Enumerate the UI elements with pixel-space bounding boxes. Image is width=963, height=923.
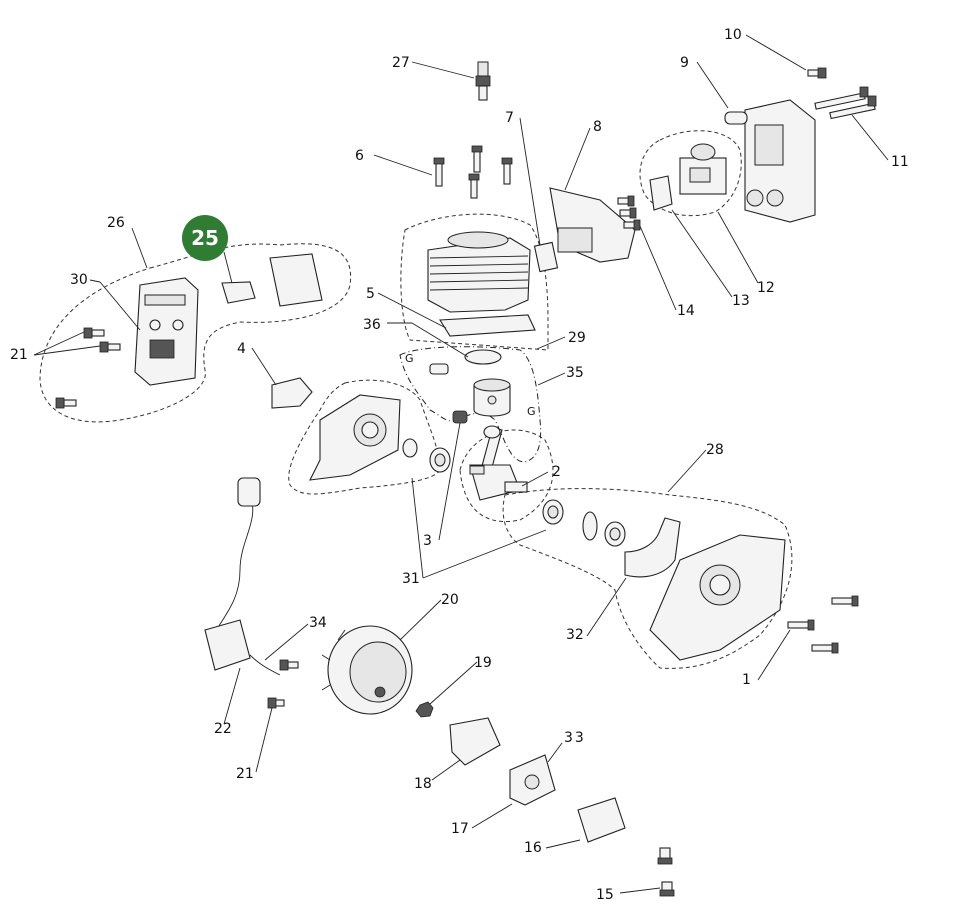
coil-screws-part bbox=[267, 659, 299, 709]
part-label-18: 18 bbox=[414, 776, 432, 792]
cylinder-screws-part bbox=[433, 145, 513, 199]
part-label-13: 13 bbox=[732, 293, 750, 309]
highlight-circle bbox=[182, 215, 228, 261]
part-label-12: 12 bbox=[757, 280, 775, 296]
part-label-26: 26 bbox=[107, 215, 125, 231]
intake-manifold-part bbox=[557, 227, 593, 253]
part-label-21b: 21 bbox=[236, 766, 254, 782]
part-label-5: 5 bbox=[366, 286, 375, 302]
spark-plug-part bbox=[475, 61, 491, 101]
leader-lines bbox=[33, 34, 889, 894]
carburetor-gasket-part bbox=[649, 175, 673, 211]
part-label-27: 27 bbox=[392, 55, 410, 71]
circlip-mark-2: G bbox=[527, 405, 536, 418]
carburetor-part bbox=[679, 143, 727, 195]
cylinder-gasket-part bbox=[439, 314, 536, 337]
part-label-22: 22 bbox=[214, 721, 232, 737]
flywheel-part bbox=[321, 625, 413, 715]
intake-gasket-part bbox=[533, 241, 559, 273]
part-label-3: 3 bbox=[423, 533, 432, 549]
crankcase-gasket-part bbox=[624, 517, 681, 578]
part-label-11: 11 bbox=[891, 154, 909, 170]
circlip-mark-1: G bbox=[405, 352, 414, 365]
carburetor-screws-part bbox=[617, 195, 641, 231]
flywheel-nut-part bbox=[415, 701, 434, 718]
part-label-36: 36 bbox=[363, 317, 381, 333]
part-label-6: 6 bbox=[355, 148, 364, 164]
part-label-30: 30 bbox=[70, 272, 88, 288]
part-label-10: 10 bbox=[724, 27, 742, 43]
part-label-4: 4 bbox=[237, 341, 246, 357]
group-outline-piston bbox=[399, 346, 542, 463]
crankcase-screws-part bbox=[787, 595, 859, 654]
part-label-14: 14 bbox=[677, 303, 695, 319]
part-label-8: 8 bbox=[593, 119, 602, 135]
highlight-number: 25 bbox=[191, 226, 219, 250]
bearing-parts bbox=[402, 438, 626, 547]
muffler-gasket-part bbox=[221, 281, 256, 304]
piston-pin-part bbox=[429, 363, 449, 375]
o-ring-part bbox=[464, 349, 502, 365]
crankcase-right-part bbox=[649, 534, 786, 661]
group-outline-crankcase-left bbox=[288, 379, 441, 495]
part-label-7: 7 bbox=[505, 110, 514, 126]
part-label-16: 16 bbox=[524, 840, 542, 856]
housing-screws-part bbox=[807, 67, 877, 120]
part-label-34: 34 bbox=[309, 615, 327, 631]
group-outline-carburetor bbox=[639, 130, 742, 217]
muffler-spacer-part bbox=[269, 253, 323, 307]
clutch-screws-part bbox=[657, 847, 675, 897]
part-number-labels: 1 2 3 4 5 6 7 8 9 10 11 12 13 14 15 16 1… bbox=[10, 27, 909, 903]
highlighted-part-badge: 25 bbox=[182, 215, 228, 261]
crankshaft-part bbox=[469, 425, 528, 501]
part-label-33: 33 bbox=[564, 730, 586, 746]
clutch-cover-plate-part bbox=[577, 797, 626, 843]
part-label-19: 19 bbox=[474, 655, 492, 671]
part-label-17: 17 bbox=[451, 821, 469, 837]
cylinder-part bbox=[427, 231, 531, 313]
part-label-20: 20 bbox=[441, 592, 459, 608]
piston-part bbox=[473, 378, 511, 417]
part-label-29: 29 bbox=[568, 330, 586, 346]
muffler-screws-part bbox=[55, 327, 121, 409]
part-label-28: 28 bbox=[706, 442, 724, 458]
clutch-part bbox=[509, 754, 556, 806]
clutch-plate-part bbox=[449, 717, 501, 766]
group-outline-muffler bbox=[39, 243, 352, 423]
needle-bearing-part bbox=[452, 410, 468, 424]
decompression-part bbox=[271, 377, 313, 409]
part-label-1: 1 bbox=[742, 672, 751, 688]
ignition-coil-part bbox=[204, 477, 281, 676]
muffler-part bbox=[134, 277, 199, 386]
part-label-9: 9 bbox=[680, 55, 689, 71]
part-label-2: 2 bbox=[552, 464, 561, 480]
part-label-35: 35 bbox=[566, 365, 584, 381]
air-filter-housing-part bbox=[724, 99, 816, 223]
crankcase-left-part bbox=[309, 394, 401, 481]
part-label-31: 31 bbox=[402, 571, 420, 587]
part-label-21a: 21 bbox=[10, 347, 28, 363]
part-label-32: 32 bbox=[566, 627, 584, 643]
group-outline-cylinder bbox=[400, 213, 549, 351]
part-label-15: 15 bbox=[596, 887, 614, 903]
